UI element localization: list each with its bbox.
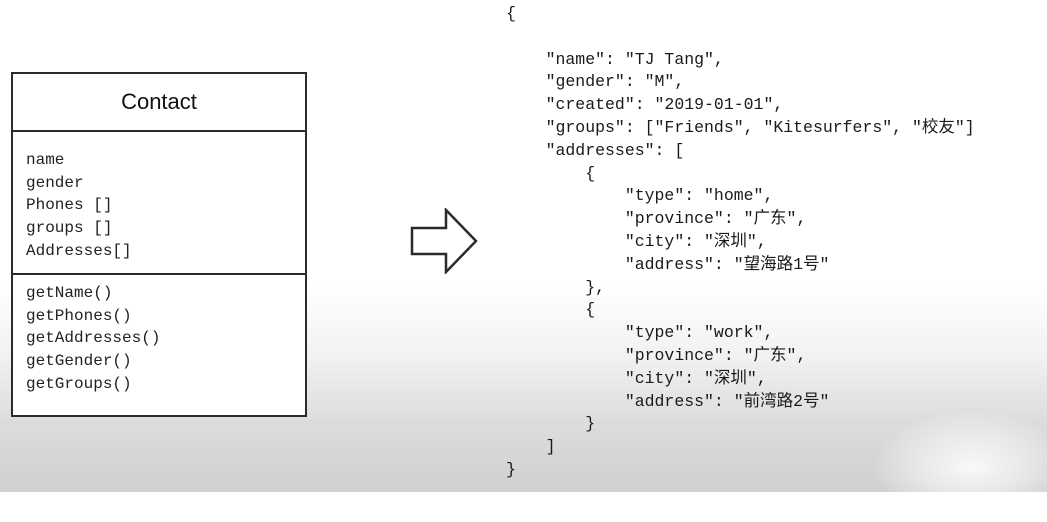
json-line: } (506, 459, 516, 479)
uml-method: getGender() (26, 352, 132, 371)
uml-class-box: Contact name gender Phones [] groups [] … (11, 72, 307, 417)
json-line: { (506, 300, 596, 320)
json-line: "name": "TJ Tang", (506, 49, 724, 69)
json-line: "city": "深圳", (506, 231, 767, 251)
json-line: "province": "广东", (506, 345, 807, 365)
json-line: "city": "深圳", (506, 368, 767, 388)
json-line: "type": "home", (506, 186, 774, 206)
uml-methods: getName() getPhones() getAddresses() get… (13, 275, 305, 396)
uml-method: getGroups() (26, 374, 132, 393)
uml-class-name: Contact (13, 74, 305, 132)
uml-attributes: name gender Phones [] groups [] Addresse… (13, 132, 305, 275)
json-line: "province": "广东", (506, 209, 807, 229)
json-line: { (506, 163, 596, 183)
json-line: ] (506, 437, 556, 457)
json-line: "addresses": [ (506, 140, 685, 160)
uml-attribute: Addresses[] (26, 241, 132, 260)
json-line: { (506, 4, 516, 23)
json-line: "gender": "M", (506, 72, 685, 92)
json-line (506, 26, 975, 49)
uml-attribute: gender (26, 173, 84, 192)
uml-method: getAddresses() (26, 329, 161, 348)
json-line: "created": "2019-01-01", (506, 95, 784, 115)
json-document: { "name": "TJ Tang", "gender": "M", "cre… (506, 3, 975, 482)
uml-attribute: groups [] (26, 219, 113, 238)
json-line: "address": "望海路1号" (506, 254, 830, 274)
json-line: "address": "前湾路2号" (506, 391, 830, 411)
uml-method: getPhones() (26, 306, 132, 325)
uml-attribute: Phones [] (26, 196, 113, 215)
json-line: "type": "work", (506, 323, 774, 343)
json-line: "groups": ["Friends", "Kitesurfers", "校友… (506, 117, 975, 137)
background-smudge (877, 412, 1047, 522)
json-line: }, (506, 277, 606, 297)
json-line: } (506, 414, 596, 434)
uml-attribute: name (26, 151, 65, 169)
right-arrow-outline-icon (410, 208, 478, 274)
uml-method: getName() (26, 284, 113, 302)
